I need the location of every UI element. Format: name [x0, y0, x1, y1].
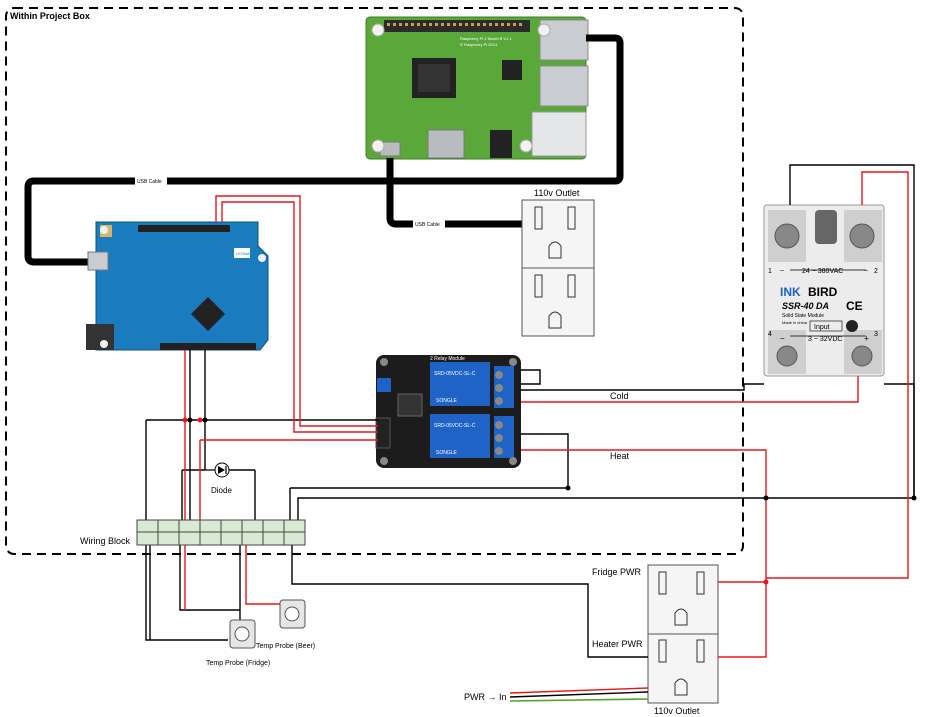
outlet-inside-title: 110v Outlet	[534, 188, 580, 198]
ssr-ac-range: 24 ~ 380VAC	[802, 268, 843, 275]
outlet-bottom	[647, 564, 719, 704]
ssr-subtitle: Solid State Module	[782, 313, 824, 319]
diode-label: Diode	[211, 486, 232, 495]
relay-2-part: SRD-05VDC-SL-C	[434, 423, 476, 429]
arduino-chip-label: LEONARDO	[236, 251, 258, 256]
relay-1-brand: SONGLE	[436, 398, 458, 404]
usb-cable-top	[24, 34, 624, 266]
ssr-input-label: Input	[814, 324, 830, 331]
red-wires	[184, 171, 909, 694]
ssr-ce-mark: CE	[846, 299, 863, 313]
wire-label-cold: Cold	[610, 391, 629, 401]
pi-board-text-1: Raspberry Pi 2 Model B V1.1	[460, 36, 512, 41]
temp-probe-fridge	[229, 619, 256, 649]
ssr-made-in: Made in china	[782, 320, 808, 325]
temp-probe-fridge-label: Temp Probe (Fridge)	[206, 660, 270, 667]
wiring-block	[136, 519, 306, 546]
junction-dots	[182, 417, 917, 585]
outlet-bottom-title: 110v Outlet	[654, 706, 700, 716]
relay-1-part: SRD-05VDC-SL-C	[434, 371, 476, 377]
ssr-tilde-right: ~	[864, 268, 868, 275]
pwr-in-label: PWR → In	[464, 692, 507, 702]
ssr-terminal-2: 2	[874, 268, 878, 275]
solid-state-relay: 24 ~ 380VAC INK BIRD SSR-40 DA Solid Sta…	[763, 204, 885, 377]
raspberry-pi-board: Raspberry Pi 2 Model B V1.1 © Raspberry …	[365, 16, 589, 160]
ssr-terminal-3: 3	[874, 331, 878, 338]
usb-cable-label-top: USB Cable	[137, 179, 162, 185]
fridge-pwr-label: Fridge PWR	[592, 567, 642, 577]
ssr-dc-range: 3 ~ 32VDC	[808, 336, 842, 343]
wiring-block-label: Wiring Block	[80, 536, 131, 546]
heater-pwr-label: Heater PWR	[592, 639, 643, 649]
ssr-logo-bird: BIRD	[808, 285, 838, 299]
wire-label-heat: Heat	[610, 451, 630, 461]
relay-module-title: 2 Relay Module	[430, 356, 465, 362]
ssr-plus: +	[864, 334, 869, 343]
usb-cable-lower	[386, 158, 522, 228]
relay-module: 2 Relay Module SRD-05VDC-SL-C SRD-05VDC-…	[375, 355, 521, 468]
ssr-logo-ink: INK	[780, 285, 801, 299]
ssr-terminal-1: 1	[768, 268, 772, 275]
project-box-title: Within Project Box	[10, 11, 90, 21]
relay-2-brand: SONGLE	[436, 450, 458, 456]
ssr-terminal-4: 4	[768, 331, 772, 338]
arduino-board: LEONARDO	[86, 221, 269, 351]
diode	[205, 462, 230, 478]
green-wire	[509, 698, 649, 702]
ssr-tilde-left: ~	[780, 268, 784, 275]
project-box-border	[5, 7, 744, 555]
ssr-model: SSR-40 DA	[782, 301, 829, 311]
pi-board-text-2: © Raspberry Pi 2014	[460, 42, 498, 47]
outlet-inside-box: 110v Outlet	[521, 188, 595, 337]
temp-probe-beer	[279, 599, 306, 629]
usb-cable-label-lower: USB Cable	[415, 222, 440, 228]
temp-probe-beer-label: Temp Probe (Beer)	[256, 643, 315, 650]
ssr-minus: −	[780, 334, 785, 343]
